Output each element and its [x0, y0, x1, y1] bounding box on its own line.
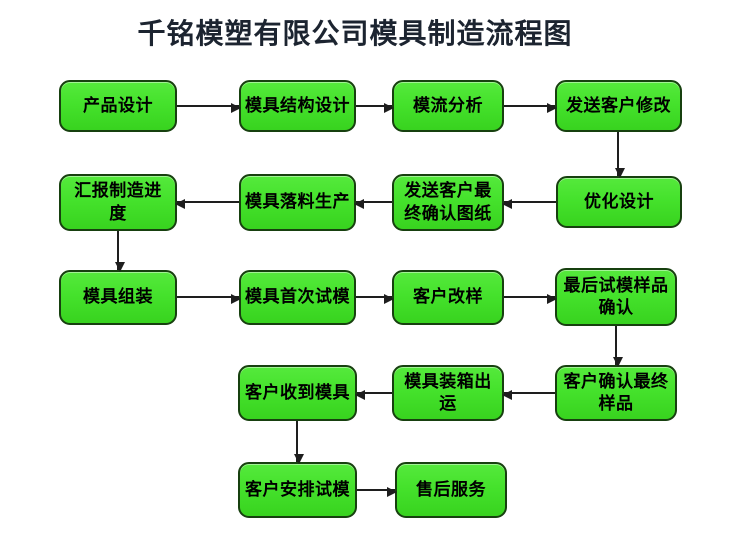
arrow-mold-assembly-to-first-mold-trial — [177, 294, 241, 304]
flow-node-mold-flow-analysis: 模流分析 — [392, 80, 504, 132]
arrow-customer-arranges-trial-to-after-sales-service — [357, 487, 397, 497]
flow-node-mold-assembly: 模具组装 — [59, 270, 177, 325]
flow-node-customer-confirms-final-sample: 客户确认最终 样品 — [555, 365, 677, 421]
flow-node-optimize-design: 优化设计 — [556, 176, 682, 228]
arrow-send-customer-revision-to-optimize-design — [615, 132, 625, 178]
arrow-mold-packing-to-customer-receives-mold — [355, 390, 392, 400]
arrow-mold-structure-design-to-mold-flow-analysis — [356, 103, 394, 113]
flow-node-after-sales-service: 售后服务 — [395, 462, 507, 518]
arrow-customer-sample-revision-to-final-trial-confirmation — [504, 294, 557, 304]
arrow-final-trial-confirmation-to-customer-confirms-sample — [613, 326, 623, 367]
flow-node-product-design: 产品设计 — [59, 80, 177, 132]
flow-node-mold-blanking-production: 模具落料生产 — [239, 174, 356, 231]
arrow-mold-flow-analysis-to-send-customer-revision — [504, 103, 557, 113]
flow-node-customer-sample-revision: 客户改样 — [392, 270, 504, 325]
flow-node-send-to-customer-for-revision: 发送客户修改 — [555, 80, 682, 132]
arrow-product-design-to-mold-structure-design — [177, 103, 241, 113]
arrow-customer-confirms-sample-to-mold-packing — [502, 390, 555, 400]
flow-node-customer-arranges-trial: 客户安排试模 — [238, 462, 357, 518]
flow-node-mold-packing-shipment: 模具装箱出 运 — [392, 365, 504, 421]
flow-node-final-trial-sample-confirmation: 最后试模样品 确认 — [555, 268, 677, 326]
flow-node-first-mold-trial: 模具首次试模 — [239, 270, 356, 325]
arrow-optimize-design-to-send-final-drawings — [502, 199, 556, 209]
arrow-mold-blanking-production-to-report-progress — [175, 199, 239, 209]
arrow-first-mold-trial-to-customer-sample-revision — [356, 294, 394, 304]
flow-node-send-customer-final-drawings: 发送客户最 终确认图纸 — [392, 174, 504, 231]
arrow-report-progress-to-mold-assembly — [115, 231, 125, 272]
page-title: 千铭模塑有限公司模具制造流程图 — [137, 19, 573, 50]
flow-node-customer-receives-mold: 客户收到模具 — [238, 365, 357, 421]
arrow-send-final-drawings-to-mold-blanking-production — [354, 199, 392, 209]
flow-node-mold-structure-design: 模具结构设计 — [239, 80, 356, 132]
arrow-customer-receives-mold-to-customer-arranges-trial — [294, 421, 304, 464]
flow-node-report-manufacturing-progress: 汇报制造进 度 — [59, 174, 177, 231]
